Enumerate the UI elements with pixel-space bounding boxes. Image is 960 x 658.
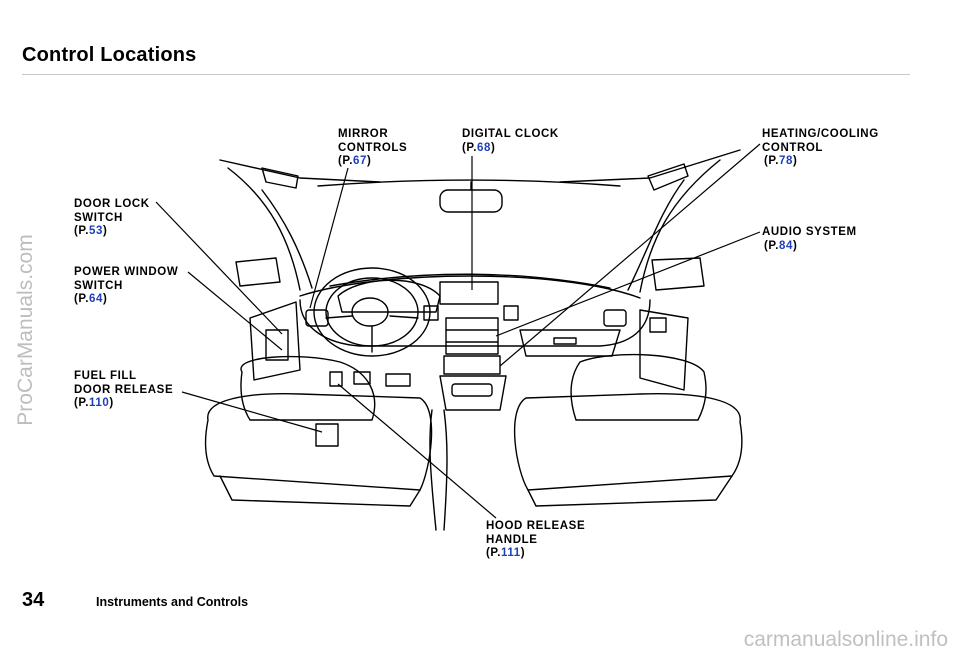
left-vent bbox=[305, 309, 329, 327]
right-seat-cushion bbox=[513, 393, 743, 491]
glove-box bbox=[519, 329, 621, 357]
page-link-68[interactable]: 68 bbox=[477, 141, 492, 154]
left-seat-cushion bbox=[204, 393, 433, 491]
callout-heating-cooling: HEATING/COOLING CONTROL (P.78) bbox=[762, 128, 879, 167]
rearview-mirror bbox=[439, 189, 503, 213]
page-link-67[interactable]: 67 bbox=[353, 155, 368, 167]
callout-door-lock: DOOR LOCK SWITCH (P.53) bbox=[74, 198, 150, 237]
right-vent bbox=[603, 309, 627, 327]
callout-audio-system: AUDIO SYSTEM (P.84) bbox=[762, 226, 857, 252]
page-link-64[interactable]: 64 bbox=[89, 293, 104, 305]
page-number: 34 bbox=[22, 589, 45, 611]
windshield-top bbox=[317, 179, 621, 187]
leader-power-window bbox=[187, 271, 283, 351]
right-sun-visor bbox=[647, 163, 689, 191]
callout-mirror-controls: MIRROR CONTROLS (P.67) bbox=[338, 128, 408, 167]
leader-hood-release bbox=[337, 383, 497, 519]
hood-release-lever bbox=[329, 371, 343, 387]
right-door-panel bbox=[639, 309, 689, 391]
right-seat-back bbox=[570, 353, 707, 421]
left-a-pillar bbox=[227, 167, 301, 291]
leader-fuel-fill bbox=[181, 391, 323, 433]
dashboard-lower bbox=[299, 299, 651, 347]
leader-heating-cooling bbox=[499, 143, 761, 367]
door-switches bbox=[265, 329, 289, 361]
page-link-84[interactable]: 84 bbox=[779, 239, 794, 252]
right-side-mirror bbox=[651, 257, 705, 291]
center-vent-left bbox=[423, 305, 439, 321]
left-side-mirror bbox=[235, 257, 281, 287]
leader-audio-system bbox=[495, 231, 761, 337]
right-a-pillar-inner bbox=[627, 179, 685, 291]
right-a-pillar bbox=[639, 159, 721, 293]
page-link-53[interactable]: 53 bbox=[89, 225, 104, 237]
fuel-release-lever bbox=[315, 423, 339, 447]
page-link-110[interactable]: 110 bbox=[89, 397, 110, 409]
section-name: Instruments and Controls bbox=[96, 595, 249, 609]
audio-unit bbox=[445, 317, 499, 355]
title-rule bbox=[22, 74, 910, 75]
left-sun-visor bbox=[261, 167, 299, 189]
left-a-pillar-inner bbox=[261, 189, 313, 289]
page-link-111[interactable]: 111 bbox=[501, 547, 521, 559]
callout-hood-release: HOOD RELEASE HANDLE (P.111) bbox=[486, 520, 586, 559]
steering-wheel bbox=[313, 267, 431, 357]
center-console bbox=[439, 375, 507, 411]
left-door-panel bbox=[249, 301, 301, 381]
instrument-cluster bbox=[337, 279, 441, 313]
center-vent-right bbox=[503, 305, 519, 321]
hvac-panel bbox=[443, 355, 501, 375]
leader-mirror-controls bbox=[309, 167, 349, 309]
page-link-78[interactable]: 78 bbox=[779, 155, 794, 167]
callout-digital-clock: DIGITAL CLOCK (P.68) bbox=[462, 128, 559, 154]
leader-door-lock bbox=[155, 201, 283, 335]
page-title: Control Locations bbox=[22, 44, 197, 66]
callout-fuel-fill: FUEL FILL DOOR RELEASE (P.110) bbox=[74, 370, 174, 409]
left-seat-back bbox=[240, 355, 376, 421]
left-roof-edge bbox=[219, 159, 381, 183]
bottom-watermark: carmanualsonline.info bbox=[743, 628, 948, 651]
right-roof-edge bbox=[559, 149, 741, 183]
callout-power-window: POWER WINDOW SWITCH (P.64) bbox=[74, 266, 179, 305]
center-display bbox=[439, 281, 499, 305]
dashboard-top bbox=[299, 275, 641, 299]
pedal bbox=[385, 373, 411, 387]
